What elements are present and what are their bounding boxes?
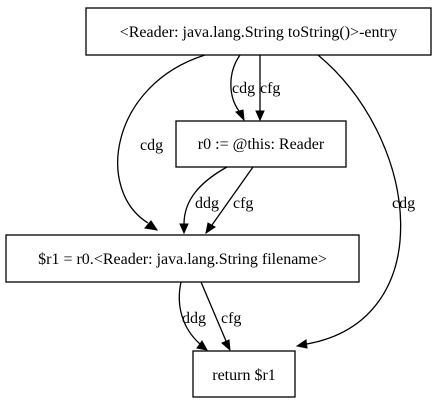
node-return-label: return $r1 xyxy=(212,367,276,384)
node-return-box xyxy=(192,350,296,398)
edge-label-entry-r0-cfg: cfg xyxy=(260,80,280,97)
edge-entry-r1-cdg-arrowhead xyxy=(144,220,159,231)
node-entry-box xyxy=(85,7,432,56)
edge-entry-r1-cdg xyxy=(117,54,206,224)
node-entry-label: <Reader: java.lang.String toString()>-en… xyxy=(120,24,398,41)
edge-r1-ret-ddg xyxy=(178,281,201,345)
edge-label-entry-r0-cdg: cdg xyxy=(232,80,255,97)
edge-r1-ret-ddg-arrowhead xyxy=(196,340,208,351)
node-r0-label: r0 := @this: Reader xyxy=(198,136,325,153)
edge-r0-r1-cfg-arrowhead xyxy=(205,222,216,235)
edge-entry-ret-cdg xyxy=(306,54,402,345)
node-r1: $r1 = r0.<Reader: java.lang.String filen… xyxy=(5,234,360,283)
edge-label-r0-r1-cfg: cfg xyxy=(233,195,253,212)
edge-r0-r1-ddg xyxy=(183,166,228,225)
edge-entry-r0-cdg-arrowhead xyxy=(235,109,245,122)
edge-label-r1-ret-cfg: cfg xyxy=(221,310,241,327)
edge-entry-r0-cfg-arrowhead xyxy=(255,110,265,122)
edge-label-entry-r1-cdg: cdg xyxy=(140,137,163,154)
edge-label-entry-ret-cdg: cdg xyxy=(392,195,415,212)
node-r0-box xyxy=(175,120,347,168)
edge-r1-ret-cfg-arrowhead xyxy=(221,339,231,352)
edge-r0-r1-cfg xyxy=(211,166,254,226)
node-return: return $r1 xyxy=(192,350,296,398)
edge-label-r0-r1-ddg: ddg xyxy=(195,195,219,212)
edge-r1-ret-cfg xyxy=(200,281,227,342)
edge-entry-ret-cdg-arrowhead xyxy=(295,339,308,349)
edge-entry-r0-cdg xyxy=(230,54,241,112)
node-entry: <Reader: java.lang.String toString()>-en… xyxy=(85,7,432,56)
node-r1-box xyxy=(5,234,360,283)
edge-label-r1-ret-ddg: ddg xyxy=(182,310,206,327)
node-r0: r0 := @this: Reader xyxy=(175,120,347,168)
edges xyxy=(117,54,402,352)
edge-labels: cdg cfg cdg cdg ddg cfg ddg cfg xyxy=(140,80,415,327)
edge-r0-r1-ddg-arrowhead xyxy=(179,223,189,235)
node-r1-label: $r1 = r0.<Reader: java.lang.String filen… xyxy=(38,251,327,268)
